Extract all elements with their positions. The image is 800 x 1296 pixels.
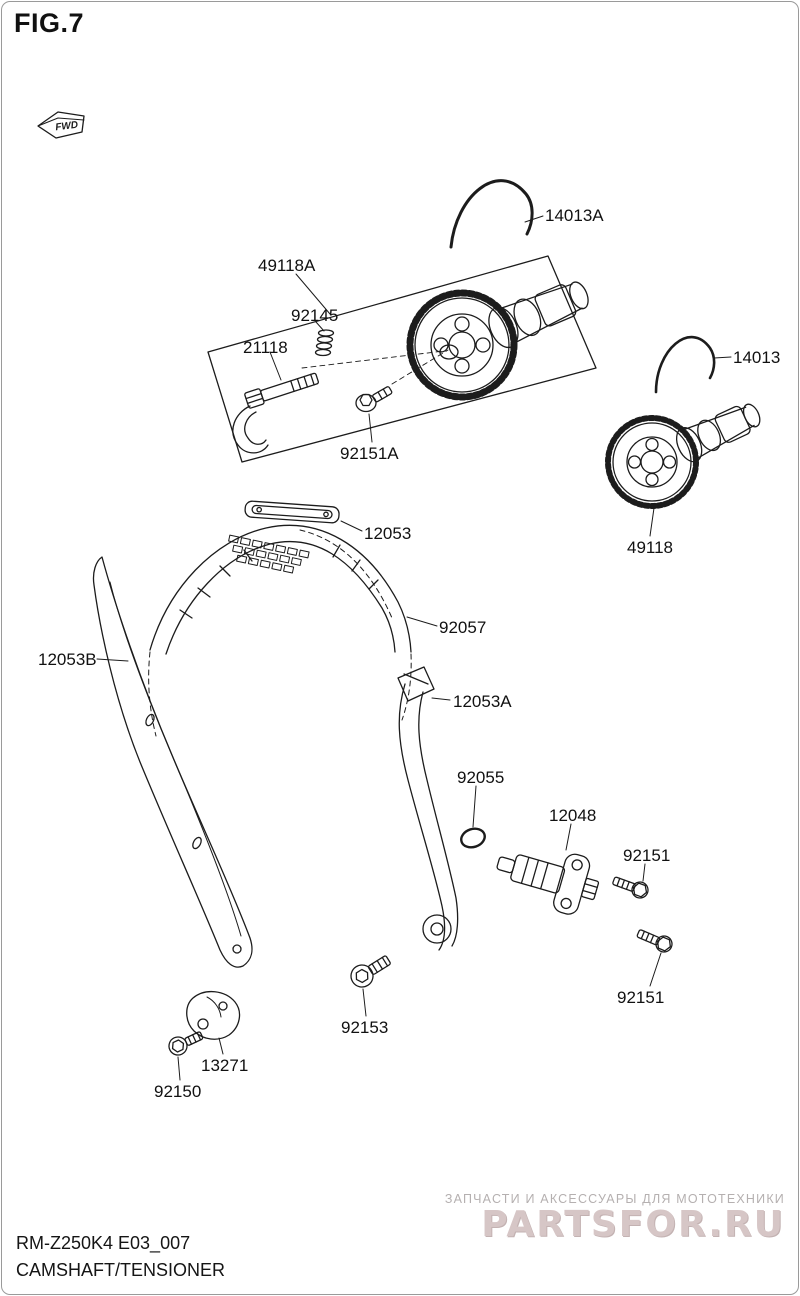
fwd-icon-label: FWD	[55, 120, 79, 134]
bolt-92151A	[355, 386, 393, 413]
watermark-tagline: ЗАПЧАСТИ И АКСЕССУАРЫ ДЛЯ МОТОТЕХНИКИ	[444, 1192, 785, 1206]
cam-sprocket-front	[406, 289, 518, 401]
part-label-92055: 92055	[457, 768, 505, 787]
figure-name: CAMSHAFT/TENSIONER	[16, 1260, 226, 1280]
pin-14013	[654, 335, 716, 394]
part-label-14013A: 14013A	[545, 206, 604, 225]
leader-lines	[96, 215, 732, 1081]
cam-chain-92057	[148, 524, 412, 737]
part-label-13271: 13271	[201, 1056, 249, 1075]
chain-links	[228, 534, 310, 574]
chain-guide-12053B	[92, 556, 253, 968]
part-label-12048: 12048	[549, 806, 597, 825]
bolt-92153	[350, 955, 391, 988]
assembly-box-49118A	[207, 255, 597, 463]
bracket-13271	[186, 991, 241, 1040]
cam-sprocket-rear	[605, 415, 699, 509]
o-ring-92055	[460, 827, 486, 849]
fwd-direction-icon: FWD	[37, 111, 85, 139]
part-label-12053B: 12053B	[38, 650, 97, 669]
part-label-92153: 92153	[341, 1018, 389, 1037]
spring-92145	[314, 329, 335, 357]
watermark-brand: PARTSFOR.RU	[481, 1204, 785, 1245]
part-label-49118: 49118	[627, 538, 674, 557]
tensioner-arm-12053A	[397, 666, 459, 951]
document-code: RM-Z250K4 E03_007	[16, 1233, 191, 1253]
bolt-92151-upper	[612, 876, 649, 899]
part-label-92145: 92145	[291, 306, 339, 325]
tensioner-12048	[496, 853, 600, 915]
bolt-92150	[168, 1031, 204, 1056]
bolt-92151-lower	[636, 929, 673, 953]
bolt-21118	[232, 372, 319, 454]
part-label-14013: 14013	[733, 348, 781, 367]
part-label-12053: 12053	[364, 524, 412, 543]
part-label-21118: 21118	[243, 338, 288, 357]
chain-guide-12053	[244, 500, 340, 524]
part-label-92151A: 92151A	[340, 444, 399, 463]
part-label-92151-upper: 92151	[623, 846, 671, 865]
figure-title: FIG.7	[14, 8, 85, 38]
part-label-49118A: 49118A	[258, 256, 316, 275]
part-label-92057: 92057	[439, 618, 487, 637]
part-label-92151-lower: 92151	[617, 988, 665, 1007]
part-label-12053A: 12053A	[453, 692, 512, 711]
pin-14013A	[449, 179, 534, 249]
part-label-92150: 92150	[154, 1082, 202, 1101]
assembly-axis-lines	[301, 349, 449, 385]
